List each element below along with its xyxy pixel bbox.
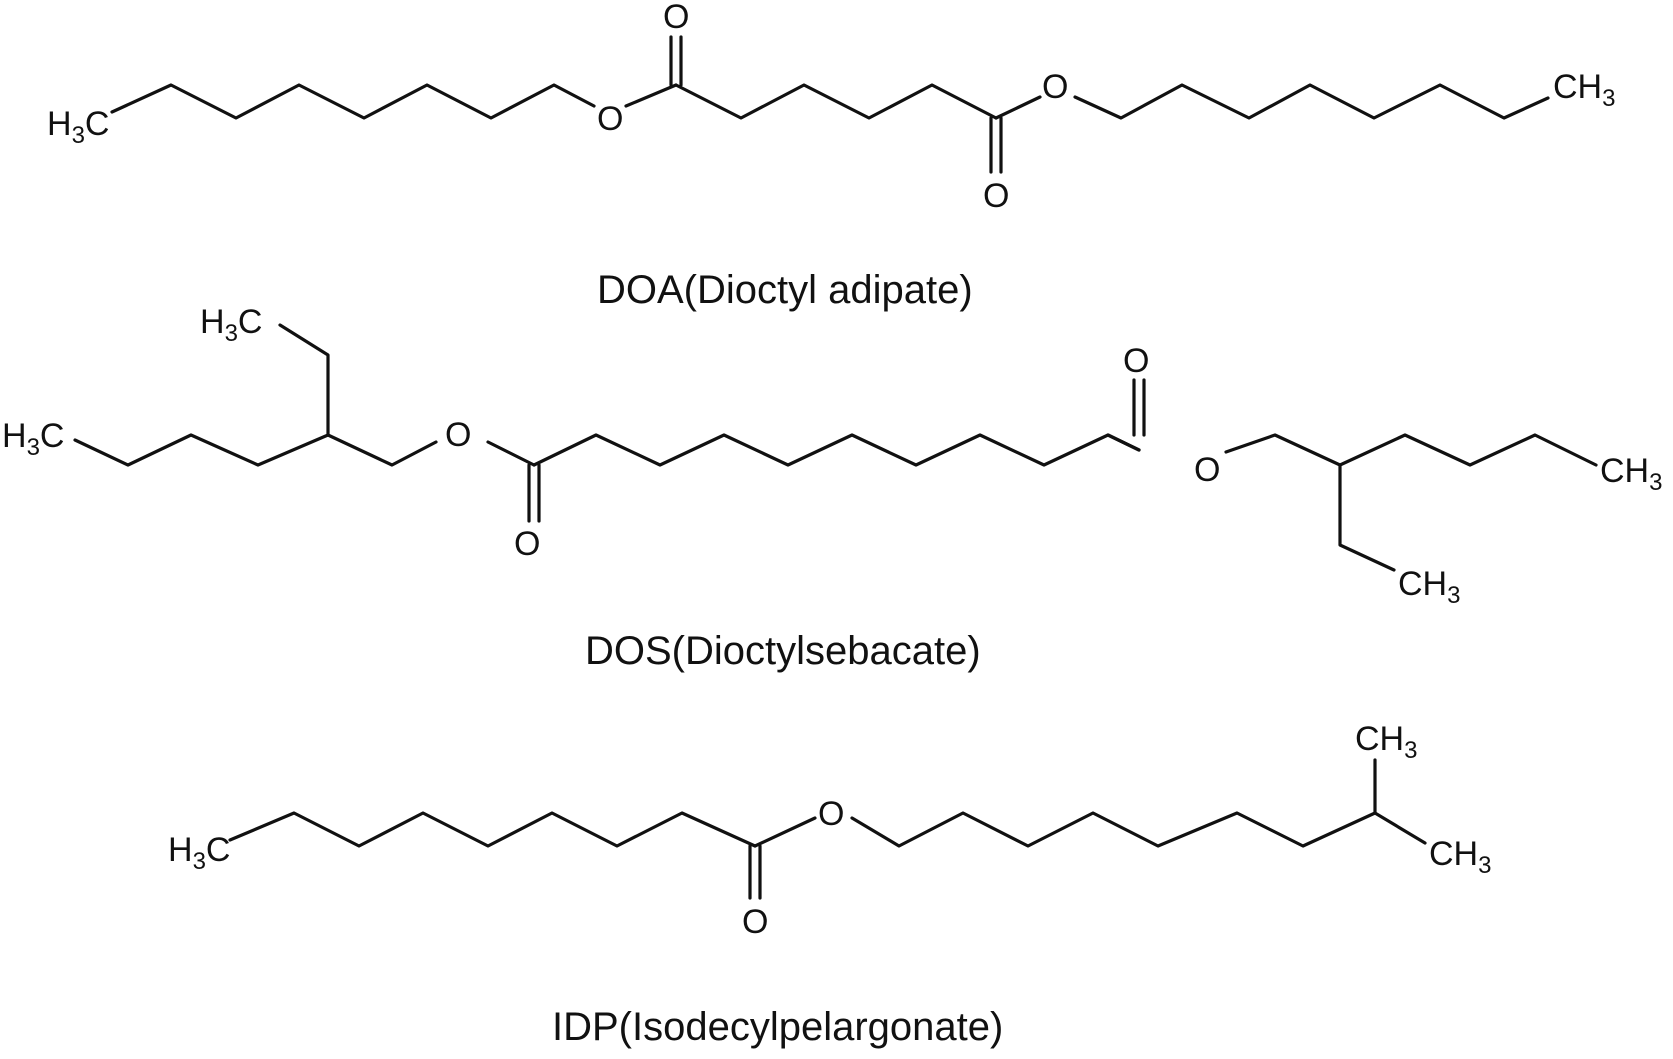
doa-ether-oxygen-right-label: O (1042, 68, 1068, 106)
doa-left-ester-link (624, 83, 678, 108)
dos-left-branch-methyl-label: H3C (200, 303, 262, 347)
dos-left-chain-methyl-label: H3C (2, 417, 64, 461)
dos-left-branch (278, 323, 330, 437)
idp-terminal-branch (1373, 811, 1427, 845)
dos-right-ester-link (1106, 433, 1141, 452)
idp-right-chain (850, 811, 1377, 848)
dos-ether-oxygen-left-label: O (445, 416, 471, 454)
idp-left-chain (228, 811, 757, 848)
doa-right-chain (1073, 83, 1550, 120)
dos-caption: DOS(Dioctylsebacate) (585, 629, 981, 673)
dos-center-chain (532, 433, 1141, 467)
doa-right-methyl-label: CH3 (1553, 68, 1615, 112)
idp-carbonyl-oxygen-label: O (742, 903, 768, 941)
idp-top-methyl-label: CH3 (1355, 720, 1417, 764)
idp-structure: H3C O O CH3 CH3 IDP(Isodecylpelargonate) (168, 720, 1491, 1049)
dos-left-chain (73, 433, 438, 467)
dos-ether-oxygen-right-label: O (1194, 451, 1220, 489)
idp-ether-oxygen-label: O (818, 795, 844, 833)
dos-right-branch-methyl-label: CH3 (1398, 565, 1460, 609)
doa-carbonyl-oxygen-top-label: O (663, 0, 689, 36)
doa-caption: DOA(Dioctyl adipate) (597, 268, 973, 312)
dos-carbonyl-oxygen-right-label: O (1123, 342, 1149, 380)
idp-right-methyl-label: CH3 (1429, 835, 1491, 879)
dos-right-chain (1224, 433, 1598, 467)
dos-left-ester-link (486, 440, 536, 467)
doa-left-chain (110, 83, 596, 120)
doa-ether-oxygen-left-label: O (597, 100, 623, 138)
dos-carbonyl-oxygen-left-label: O (514, 525, 540, 563)
dos-right-branch (1338, 463, 1396, 572)
dos-right-chain-methyl-label: CH3 (1600, 452, 1662, 496)
idp-ester-link (753, 816, 817, 848)
idp-caption: IDP(Isodecylpelargonate) (552, 1005, 1003, 1049)
doa-center-chain (674, 83, 998, 120)
idp-left-methyl-label: H3C (168, 831, 230, 875)
doa-left-methyl-label: H3C (47, 105, 109, 149)
doa-carbonyl-oxygen-bottom-label: O (983, 177, 1009, 215)
doa-structure: H3C O O O O CH3 DOA(Dioctyl adipate) (47, 0, 1615, 312)
doa-right-ester-link (994, 95, 1042, 120)
dos-structure: H3C H3C O O O O CH3 CH3 DOS(Dioctylsebac… (2, 303, 1662, 673)
